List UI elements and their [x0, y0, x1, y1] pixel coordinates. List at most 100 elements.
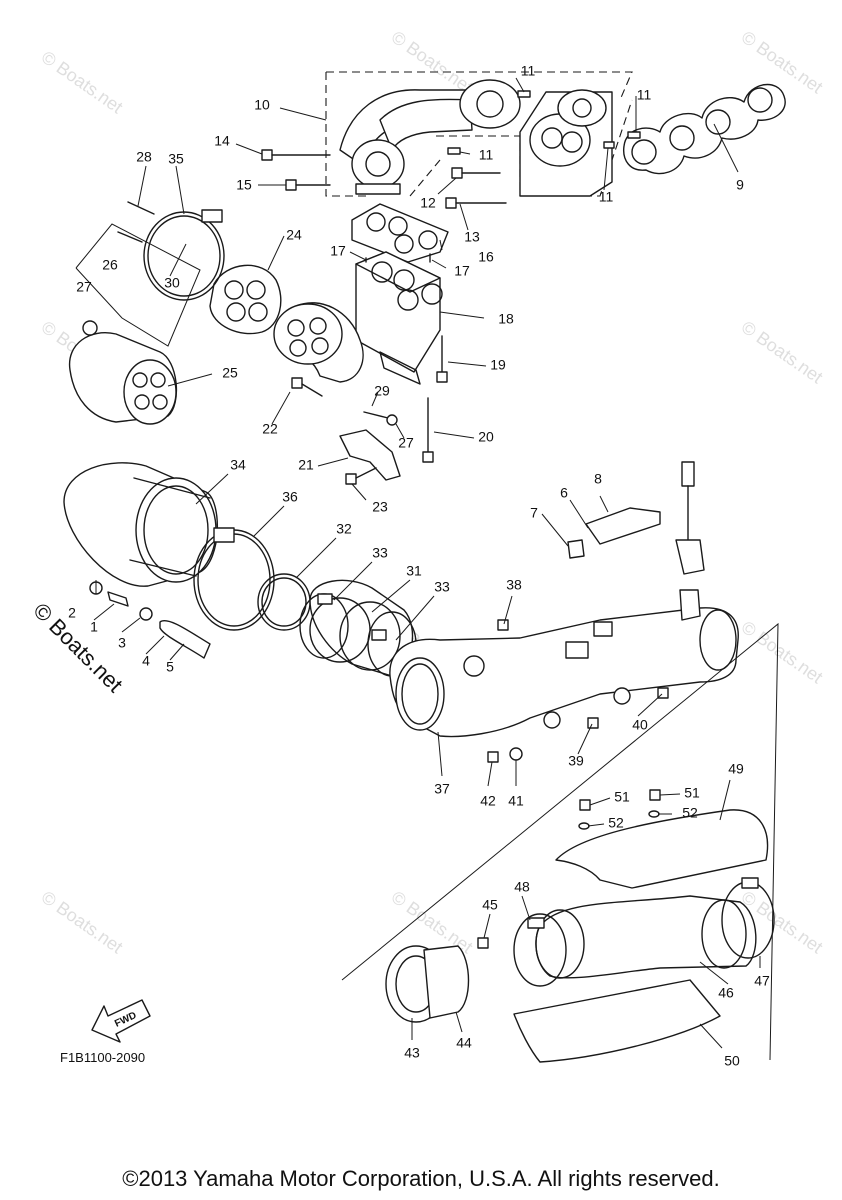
figure-code: F1B1100-2090 [60, 1050, 145, 1065]
callout-33b: 33 [434, 579, 450, 595]
fwd-arrow: FWD [91, 999, 151, 1043]
callout-51a: 51 [614, 789, 630, 805]
callout-12: 12 [420, 195, 436, 211]
watermark: © Boats.net [38, 887, 127, 957]
callout-11a: 11 [521, 63, 536, 79]
callout-30: 30 [164, 275, 180, 291]
callout-numbers: 1 2 3 4 5 6 7 8 9 10 11 11 11 11 12 13 1… [68, 63, 770, 1069]
callout-44: 44 [456, 1035, 472, 1051]
watermark: © Boats.net [738, 317, 827, 387]
callout-13: 13 [464, 229, 480, 245]
callout-49: 49 [728, 761, 744, 777]
callout-48: 48 [514, 879, 530, 895]
callout-14: 14 [214, 133, 230, 149]
callout-6: 6 [560, 485, 568, 501]
callout-47: 47 [754, 973, 770, 989]
callout-40: 40 [632, 717, 648, 733]
callout-34: 34 [230, 457, 246, 473]
callout-3: 3 [118, 635, 126, 651]
exhaust-elbow-pipe [273, 302, 364, 383]
drain-parts [89, 581, 211, 659]
tail-pipe-46 [535, 895, 757, 979]
callout-52b: 52 [682, 805, 698, 821]
callout-28: 28 [136, 149, 152, 165]
exhaust-chamber-block [519, 89, 613, 197]
callout-42: 42 [480, 793, 496, 809]
callout-11d: 11 [599, 189, 614, 205]
studs [117, 201, 155, 243]
water-lock-37 [389, 607, 739, 738]
clamp-35 [143, 209, 225, 301]
callout-50: 50 [724, 1053, 740, 1069]
watermark: © Boats.net [738, 617, 827, 687]
callout-16: 16 [478, 249, 494, 265]
gasket-9 [623, 83, 786, 175]
callout-25: 25 [222, 365, 238, 381]
sensor-assembly [675, 461, 705, 621]
callout-51b: 51 [684, 785, 700, 801]
callout-17a: 17 [330, 243, 346, 259]
hose-6-8 [567, 507, 661, 559]
callout-19: 19 [490, 357, 506, 373]
callout-20: 20 [478, 429, 494, 445]
callout-22: 22 [262, 421, 278, 437]
callout-4: 4 [142, 653, 150, 669]
callout-32: 32 [336, 521, 352, 537]
callout-36: 36 [282, 489, 298, 505]
callout-33a: 33 [372, 545, 388, 561]
callout-9: 9 [736, 177, 744, 193]
callout-23: 23 [372, 499, 388, 515]
nut-27 [82, 320, 98, 336]
watermark: © Boats.net [388, 887, 477, 957]
callout-11c: 11 [637, 87, 652, 103]
callout-35: 35 [168, 151, 184, 167]
callout-26: 26 [102, 257, 118, 273]
joint-pipe-25 [68, 332, 178, 425]
callout-10: 10 [254, 97, 270, 113]
watermark-dark: © Boats.net [28, 598, 127, 697]
watermark: © Boats.net [38, 47, 127, 117]
callout-43: 43 [404, 1045, 420, 1061]
watermark: © Boats.net [738, 27, 827, 97]
callout-31: 31 [406, 563, 422, 579]
gasket-16 [351, 203, 449, 263]
callout-52a: 52 [608, 815, 624, 831]
callout-29: 29 [374, 383, 390, 399]
callout-11b: 11 [479, 147, 494, 163]
dowel-pins [447, 90, 641, 155]
watermark: © Boats.net [388, 27, 477, 97]
callout-18: 18 [498, 311, 514, 327]
callout-8: 8 [594, 471, 602, 487]
flange-43-44 [385, 937, 489, 1023]
cover-49 [555, 809, 769, 889]
callout-38: 38 [506, 577, 522, 593]
callout-17b: 17 [454, 263, 470, 279]
callout-39: 39 [568, 753, 584, 769]
lower-group-outline [341, 622, 779, 1061]
bolts-top [261, 149, 507, 209]
clamps-47-48 [513, 877, 775, 987]
bracket-21 [339, 429, 401, 481]
exhaust-manifold [339, 79, 521, 195]
callout-41: 41 [508, 793, 524, 809]
callout-37: 37 [434, 781, 450, 797]
callout-45: 45 [482, 897, 498, 913]
muffler-34 [63, 462, 219, 587]
callout-2: 2 [68, 605, 76, 621]
exhaust-joint-block-18 [355, 251, 443, 385]
leader-lines [93, 77, 761, 1049]
callout-27b: 27 [398, 435, 414, 451]
cover-50 [513, 979, 721, 1063]
bolts-mid [291, 377, 669, 763]
callout-1: 1 [90, 619, 98, 635]
callout-21: 21 [298, 457, 314, 473]
copyright-notice: ©2013 Yamaha Motor Corporation, U.S.A. A… [122, 1166, 720, 1191]
callout-15: 15 [236, 177, 252, 193]
callout-46: 46 [718, 985, 734, 1001]
gasket-24 [209, 264, 282, 335]
callout-27a: 27 [76, 279, 92, 295]
callout-5: 5 [166, 659, 174, 675]
callout-24: 24 [286, 227, 302, 243]
clamp-36 [193, 527, 275, 631]
